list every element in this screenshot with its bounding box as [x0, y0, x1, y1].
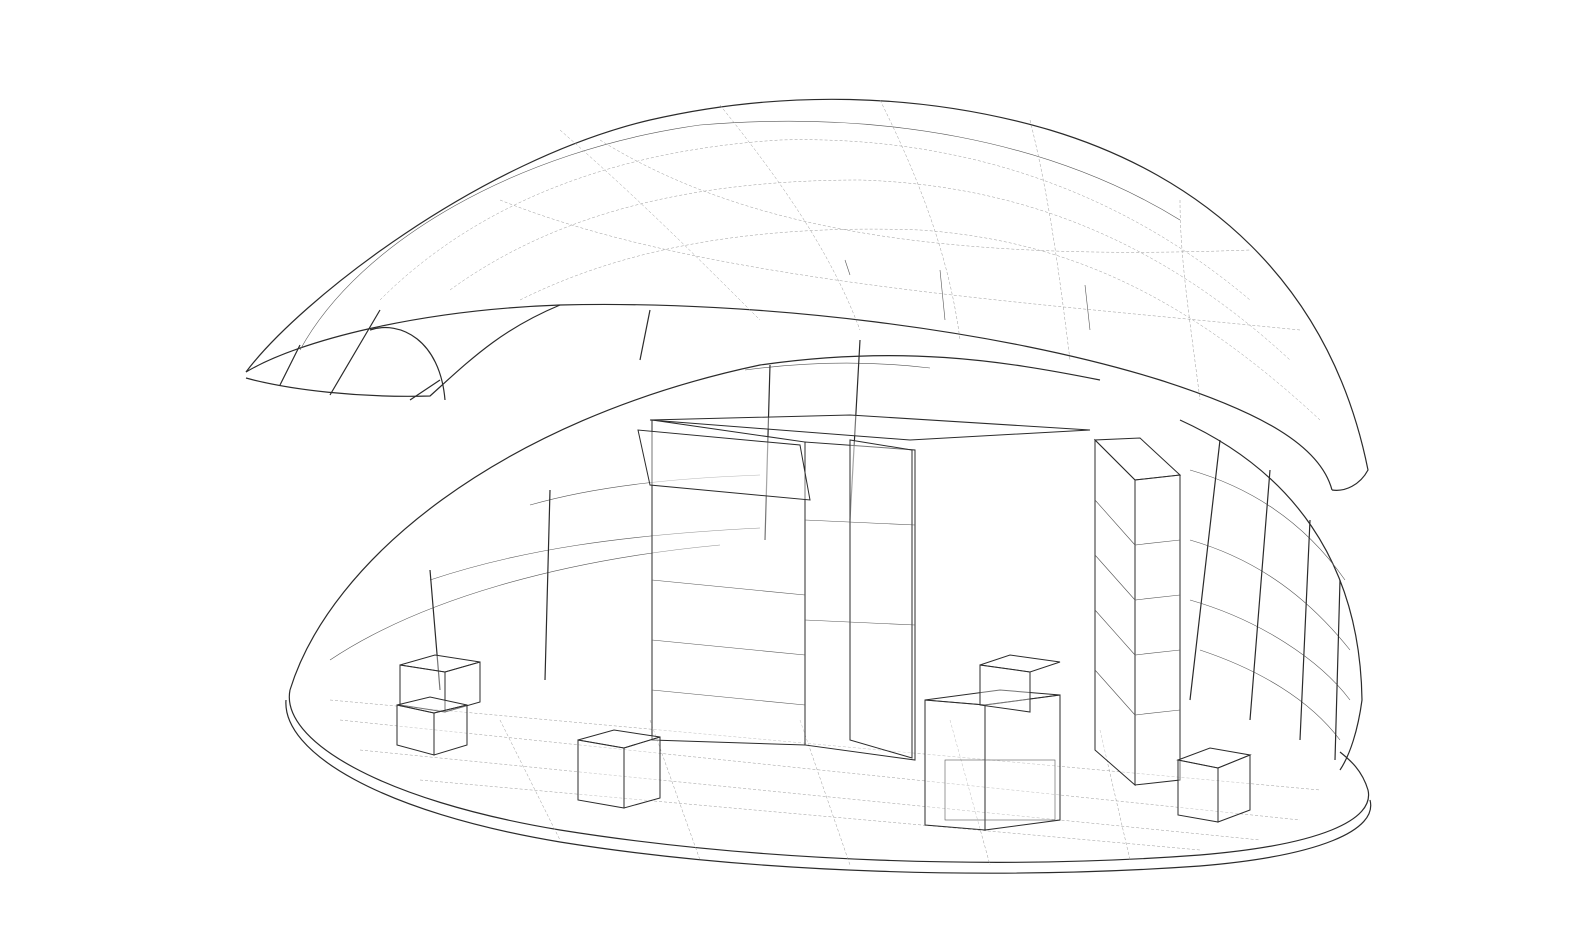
roof-shell — [245, 98, 1369, 491]
stool-4 — [1176, 747, 1252, 823]
stool-1 — [399, 654, 481, 713]
stool-3 — [577, 729, 661, 809]
cube-stools — [396, 654, 1252, 823]
central-cabinet — [637, 414, 1091, 761]
desk-unit — [924, 654, 1061, 831]
stool-2 — [396, 696, 468, 756]
wall-shell — [289, 339, 1363, 771]
tall-shelf-unit — [1093, 437, 1182, 787]
floor-platform — [285, 689, 1372, 874]
